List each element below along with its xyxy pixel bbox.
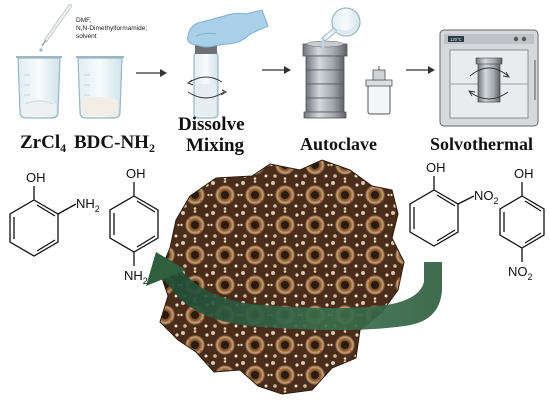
mol4-oh-label: OH (514, 166, 534, 181)
molecule-2-aminophenol (9, 186, 77, 257)
label-autoclave: Autoclave (300, 134, 377, 154)
autoclave-icon (302, 40, 348, 119)
mol1-oh-label: OH (26, 170, 46, 185)
vial-mixing-icon (186, 44, 228, 119)
oven-icon: 120°C (439, 29, 539, 127)
solvent-note-line1: DMF, (76, 17, 91, 24)
label-solvothermal: Solvothermal (430, 134, 533, 154)
molecule-4-aminophenol (109, 182, 159, 266)
mof-framework-image (159, 159, 405, 395)
molecule-2-nitrophenol (409, 176, 475, 247)
label-zrcl4: ZrCl4 (20, 132, 66, 155)
mol2-substituent-label: NH2 (124, 268, 148, 286)
beaker-bdc-icon (76, 56, 124, 119)
pipette-icon (39, 4, 72, 52)
beaker-zrcl4-icon (16, 56, 62, 119)
molecule-4-nitrophenol (499, 182, 545, 262)
process-arrow-1 (136, 69, 167, 77)
curved-green-arrow (146, 252, 442, 330)
label-dissolve: Dissolve (178, 114, 245, 135)
process-arrow-2 (262, 66, 291, 74)
mol3-substituent-label: NO2 (474, 188, 499, 206)
label-bdc-nh2: BDC-NH2 (74, 132, 155, 155)
flask-pouring-icon (321, 7, 361, 48)
solvent-note-line2: N,N-Dimethylformamide; (76, 25, 147, 32)
oven-display: 120°C (450, 37, 462, 42)
teflon-liner-icon (365, 66, 393, 115)
mol2-oh-label: OH (126, 166, 146, 181)
mol3-oh-label: OH (426, 160, 446, 175)
process-arrow-3 (406, 66, 435, 74)
glove-hand-icon (187, 9, 269, 48)
mol1-substituent-label: NH2 (76, 196, 100, 214)
solvent-note-line3: solvent (76, 33, 97, 40)
mol4-substituent-label: NO2 (508, 264, 533, 282)
label-mixing: Mixing (186, 135, 245, 156)
